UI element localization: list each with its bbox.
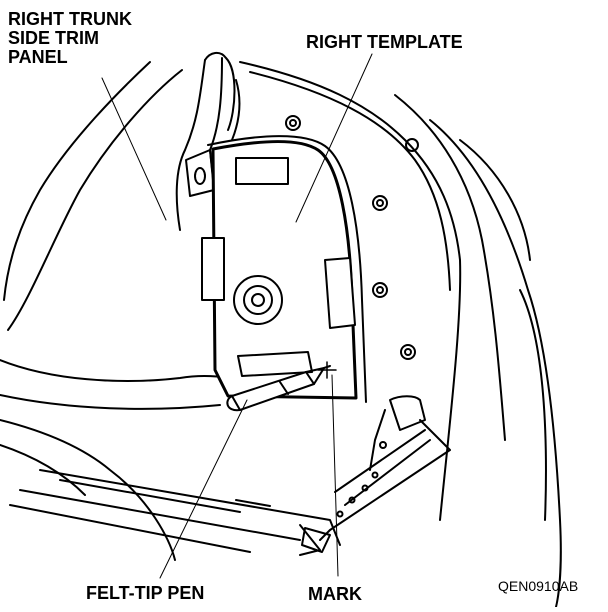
trunk-lid-hinge [177,53,240,230]
right-template-panel [202,136,366,402]
leader-lines [102,54,372,578]
label-mark: MARK [308,584,362,604]
leader-pen [160,400,247,578]
label-right-trunk-side-trim-panel: RIGHT TRUNK SIDE TRIM PANEL [8,9,132,67]
felt-tip-pen [227,366,330,410]
leader-trunk-panel [102,78,166,220]
label-right-template: RIGHT TEMPLATE [306,32,463,52]
label-felt-tip-pen: FELT-TIP PEN [86,583,205,603]
trunk-floor [10,470,340,555]
hinge-bracket [186,150,216,205]
trunk-opening-outline [240,62,561,607]
figure-code: QEN0910AB [498,578,579,594]
leader-mark [332,375,338,576]
leader-template [296,54,372,222]
mounting-bolts [285,115,419,360]
striker-rail [302,396,450,552]
